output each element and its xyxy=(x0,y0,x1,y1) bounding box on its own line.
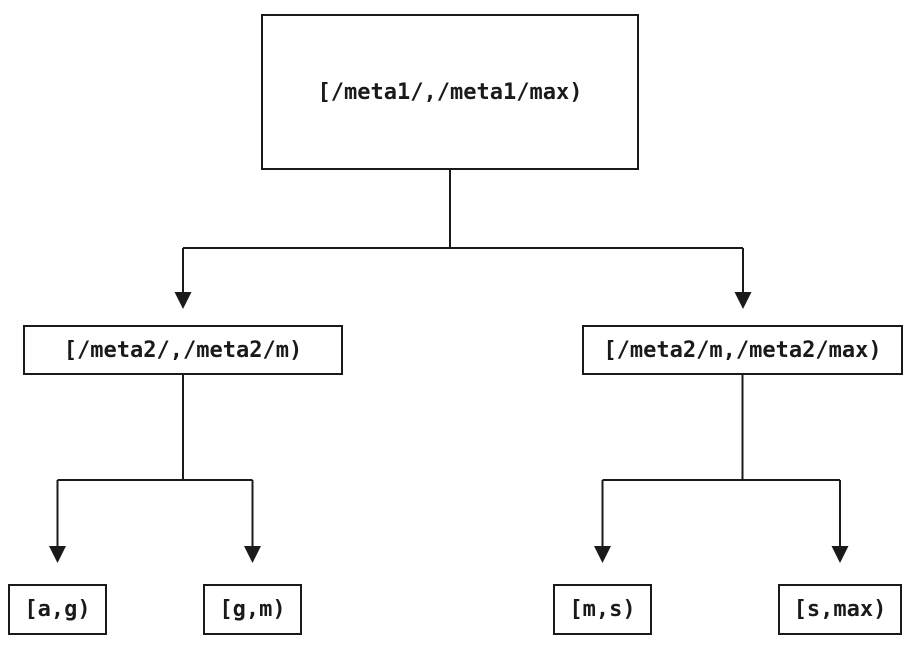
node-leaf-gm: [g,m) xyxy=(203,584,302,635)
node-root: [/meta1/,/meta1/max) xyxy=(261,14,639,170)
node-right-child-label: [/meta2/m,/meta2/max) xyxy=(603,337,882,363)
arrowhead-leaf-smax xyxy=(831,546,849,563)
node-leaf-ag-label: [a,g) xyxy=(24,597,91,622)
node-leaf-smax: [s,max) xyxy=(778,584,902,635)
arrowhead-leaf-ms xyxy=(594,546,611,563)
node-left-child: [/meta2/,/meta2/m) xyxy=(23,325,343,375)
node-leaf-gm-label: [g,m) xyxy=(219,597,286,622)
arrowhead-left-child xyxy=(174,292,192,309)
node-leaf-ms: [m,s) xyxy=(553,584,652,635)
node-leaf-smax-label: [s,max) xyxy=(793,597,887,622)
node-root-label: [/meta1/,/meta1/max) xyxy=(317,79,583,105)
node-left-child-label: [/meta2/,/meta2/m) xyxy=(63,337,303,363)
node-right-child: [/meta2/m,/meta2/max) xyxy=(582,325,903,375)
node-leaf-ag: [a,g) xyxy=(8,584,107,635)
node-leaf-ms-label: [m,s) xyxy=(569,597,636,622)
arrowhead-leaf-gm xyxy=(244,546,261,563)
arrowhead-right-child xyxy=(734,292,752,309)
arrowhead-leaf-ag xyxy=(49,546,66,563)
